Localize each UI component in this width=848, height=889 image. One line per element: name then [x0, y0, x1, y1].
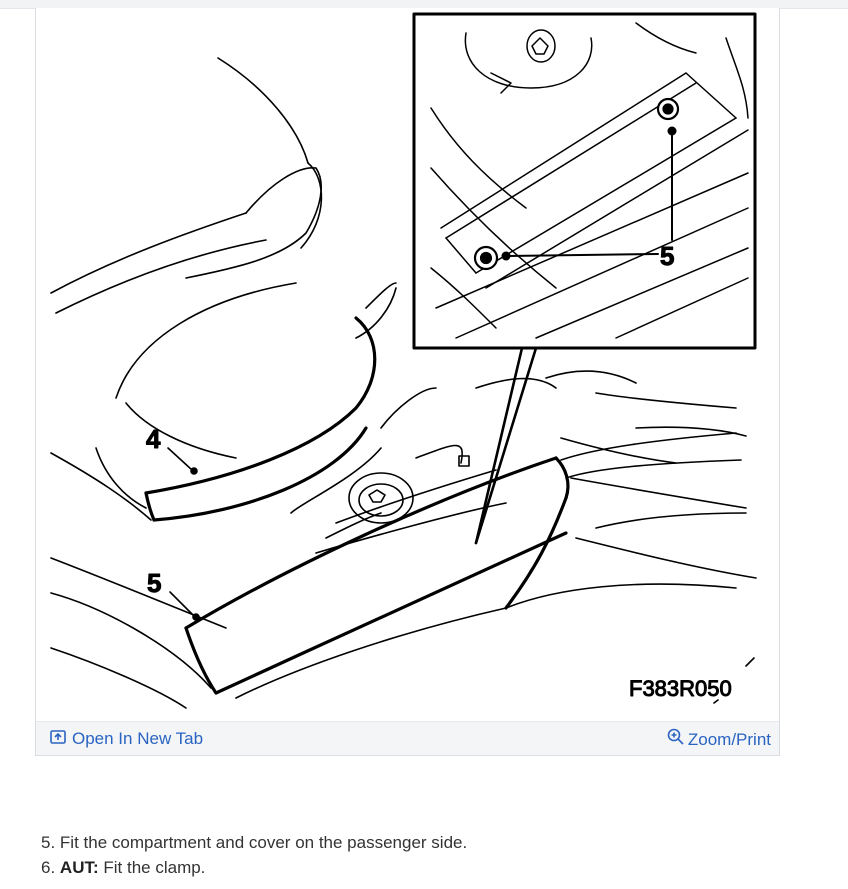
zoom-print-label: Zoom/Print [687, 730, 771, 749]
open-new-tab-icon [50, 728, 66, 750]
zoom-print-link[interactable]: Zoom/Print [667, 728, 771, 752]
figure-card: 4 5 5 F383R050 Open In New Tab [35, 8, 780, 756]
step-number: 6. [41, 858, 56, 877]
open-new-tab-label: Open In New Tab [72, 729, 204, 748]
callout-label-4: 4 [146, 424, 161, 454]
step-text: Fit the compartment and cover on the pas… [59, 833, 468, 852]
inset-leader [474, 346, 538, 545]
step-text: Fit the clamp. [103, 858, 206, 877]
callout-label-5-inset: 5 [660, 241, 674, 271]
step-number: 5. [41, 833, 56, 852]
highlighted-parts [144, 316, 570, 695]
technical-illustration: 4 5 5 F383R050 [50, 12, 757, 709]
instruction-step-5: 5. Fit the compartment and cover on the … [41, 830, 801, 855]
image-code-label: F383R050 [629, 676, 732, 701]
open-new-tab-link[interactable]: Open In New Tab [50, 728, 203, 750]
figure-toolbar: Open In New Tab Zoom/Print [36, 721, 779, 755]
instructions-list: 5. Fit the compartment and cover on the … [41, 830, 801, 880]
instruction-step-6: 6. AUT: Fit the clamp. [41, 855, 801, 880]
step-prefix: AUT: [59, 858, 99, 877]
zoom-in-icon [667, 728, 685, 752]
inset-detail [412, 12, 757, 350]
callout-label-5-main: 5 [147, 568, 161, 598]
callout-leaders [167, 447, 755, 704]
console-drawing [50, 57, 757, 709]
